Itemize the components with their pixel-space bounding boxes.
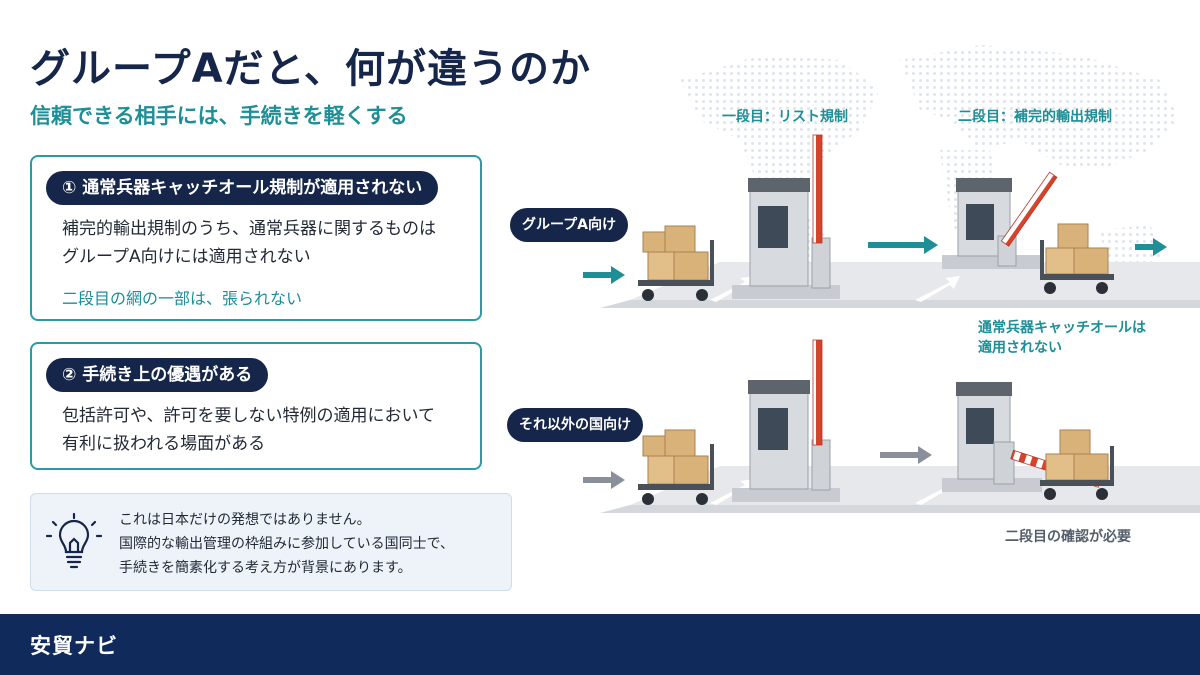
footer-brand: 安貿ナビ [30, 634, 118, 658]
card-line: 有利に扱われる場面がある [62, 434, 266, 454]
arrow-row1-mid [868, 236, 938, 254]
cart-row2-start [638, 429, 714, 505]
info-line: 手続きを簡素化する考え方が背景にあります。 [119, 560, 412, 576]
row1-caption-line: 通常兵器キャッチオールは [978, 320, 1146, 336]
card-line: 包括許可や、許可を要しない特例の適用において [62, 406, 435, 426]
lightbulb-icon [45, 512, 103, 569]
barrier-row1-stage1 [812, 134, 823, 244]
card-catch-all: ① 通常兵器キャッチオール規制が適用されない 補完的輸出規制のうち、通常兵器に関… [30, 155, 482, 321]
arrow-row2-mid [880, 446, 932, 464]
booth-row2-stage1 [732, 380, 840, 502]
info-line: これは日本だけの発想ではありません。 [119, 512, 371, 528]
barrier-row1-stage2 [1000, 171, 1058, 247]
arrow-row2-in [583, 471, 625, 489]
booth-row1-stage1 [732, 178, 840, 299]
cart-row1-end [1040, 223, 1114, 294]
card-heading: ② 手続き上の優遇がある [46, 358, 269, 392]
card-note: 二段目の網の一部は、張られない [62, 289, 303, 308]
info-line: 国際的な輸出管理の枠組みに参加している国同士で、 [119, 536, 455, 552]
page-subtitle: 信頼できる相手には、手続きを軽くする [30, 104, 408, 128]
stage2-label: 二段目：補完的輸出規制 [958, 109, 1112, 125]
arrow-row1-in [583, 266, 625, 284]
info-box: これは日本だけの発想ではありません。 国際的な輸出管理の枠組みに参加している国同… [30, 493, 512, 591]
arrow-row1-out [1135, 238, 1167, 256]
cart-row1-start [638, 225, 714, 301]
footer: 安貿ナビ [0, 614, 1200, 675]
row1-label: グループA向け [510, 208, 628, 242]
card-heading: ① 通常兵器キャッチオール規制が適用されない [46, 171, 439, 205]
row1-caption-line: 適用されない [978, 340, 1062, 356]
card-line: 補完的輸出規制のうち、通常兵器に関するものは [62, 219, 436, 239]
stage1-label: 一段目：リスト規制 [722, 109, 848, 125]
booth-row1-stage2 [942, 178, 1042, 269]
card-body: 補完的輸出規制のうち、通常兵器に関するものは グループA向けには適用されない [62, 215, 436, 271]
page-title: グループAだと、何が違うのか [30, 46, 591, 92]
row1-caption: 通常兵器キャッチオールは 適用されない [978, 318, 1146, 358]
row2-label: それ以外の国向け [507, 408, 643, 442]
info-text: これは日本だけの発想ではありません。 国際的な輸出管理の枠組みに参加している国同… [119, 508, 454, 580]
card-procedure: ② 手続き上の優遇がある 包括許可や、許可を要しない特例の適用において 有利に扱… [30, 342, 482, 470]
row2-caption: 二段目の確認が必要 [1005, 529, 1131, 545]
booth-row2-stage2 [942, 382, 1042, 492]
checkpoint-illustration [583, 45, 1200, 513]
card-body: 包括許可や、許可を要しない特例の適用において 有利に扱われる場面がある [62, 402, 435, 458]
cart-row2-blocked [1040, 429, 1114, 500]
card-line: グループA向けには適用されない [62, 247, 311, 267]
barrier-row2-stage1 [812, 339, 823, 446]
